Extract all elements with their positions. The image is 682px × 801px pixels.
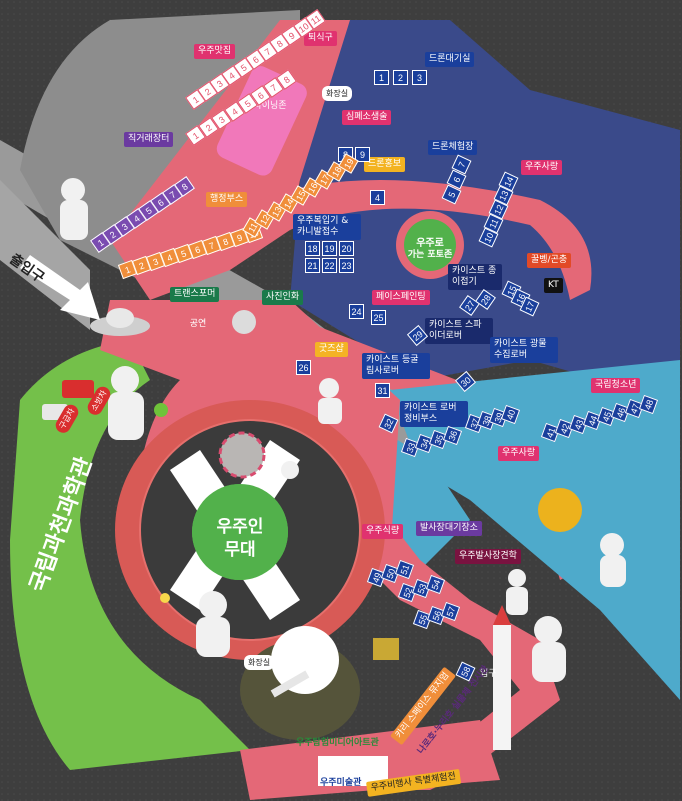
bee-label: 꿀벵/곤충 xyxy=(527,253,572,268)
restroom-top: 화장실 xyxy=(322,86,353,101)
space-art-label: 우주미술관 xyxy=(320,778,362,788)
admin-booth-label: 행정부스 xyxy=(206,192,248,207)
booth-suit-19: 19 xyxy=(322,241,337,256)
booth-pr-4: 4 xyxy=(370,190,385,205)
booth-ball-31: 31 xyxy=(375,383,390,398)
drone-exp-label: 드론체험장 xyxy=(428,140,478,155)
stage-label-1: 우주인 xyxy=(216,517,264,537)
kaist-light-label: 카이스트 광물수집로버 xyxy=(490,337,558,363)
booth-fp-24: 24 xyxy=(349,304,364,319)
goods-label: 굿즈샵 xyxy=(315,342,348,357)
booth-suit-18: 18 xyxy=(305,241,320,256)
mediaart-label: 우주탐험미디어아트관 xyxy=(296,738,379,748)
photozone-label-1: 우주로 xyxy=(416,238,444,249)
booth-drone-2: 2 xyxy=(393,70,408,85)
booth-suit-20: 20 xyxy=(339,241,354,256)
kaist-rover-label: 카이스트 로버정비부스 xyxy=(400,401,468,427)
drone-pr-label: 드론홍보 xyxy=(364,157,406,172)
kt-label: KT xyxy=(544,278,563,293)
space-suit-label: 우주복입기 & 카니발접수 xyxy=(293,214,361,240)
restroom-bottom: 화장실 xyxy=(244,655,275,670)
booth-fp-25: 25 xyxy=(371,310,386,325)
simpye-label: 심폐소생술 xyxy=(342,110,392,125)
stage-label-2: 무대 xyxy=(224,540,256,560)
photo-label: 사진인화 xyxy=(262,290,304,305)
transformer-label: 트랜스포머 xyxy=(170,287,220,302)
space-love-label-2: 우주사랑 xyxy=(498,446,540,461)
booth-suit-22: 22 xyxy=(322,258,337,273)
booth-suit-23: 23 xyxy=(339,258,354,273)
booth-simpye-9: 9 xyxy=(355,147,370,162)
entrance-label: 입구 xyxy=(480,669,497,679)
launch-wait-label: 발사장대기장소 xyxy=(416,521,482,536)
drone-lab-label: 드론대기실 xyxy=(425,52,475,67)
exit-gate-label: 퇴식구 xyxy=(304,31,337,46)
booth-suit-21: 21 xyxy=(305,258,320,273)
photozone-label-2: 가는 포토존 xyxy=(407,250,453,260)
dining-zone-label: 다이닝존 xyxy=(253,101,287,111)
space-food-label: 우주맛집 xyxy=(194,44,236,59)
face-paint-label: 페이스페인팅 xyxy=(372,290,430,305)
space-food2-label: 우주식량 xyxy=(362,524,404,539)
launch-tour-label: 우주발사장견학 xyxy=(455,549,521,564)
kaist-ball-label: 카이스트 등굴림사로버 xyxy=(362,353,430,379)
direct-market-label: 직거래장터 xyxy=(124,132,174,147)
booth-drone-3: 3 xyxy=(412,70,427,85)
performance-label: 공연 xyxy=(189,319,207,329)
booth-goods-26: 26 xyxy=(296,360,311,375)
kaist-spider-label: 카이스트 스파이더로버 xyxy=(425,318,493,344)
youth-label: 국립청소년 xyxy=(591,378,641,393)
booth-drone-1: 1 xyxy=(374,70,389,85)
kaist-paper-label: 카이스트 종이접기 xyxy=(448,264,502,290)
space-love-label-1: 우주사랑 xyxy=(521,160,563,175)
